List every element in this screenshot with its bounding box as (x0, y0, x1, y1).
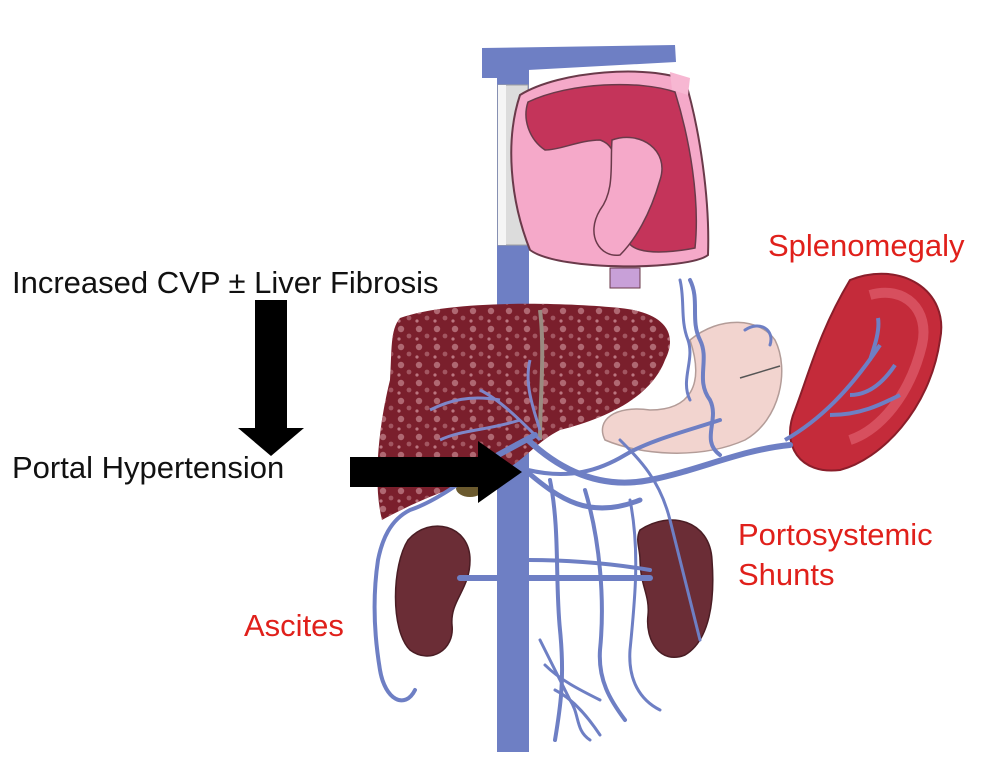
label-portosystemic-line1: Portosystemic (738, 515, 933, 555)
label-portosystemic-line2: Shunts (738, 555, 933, 595)
down-arrow (238, 300, 304, 456)
kidneys (396, 520, 713, 657)
label-cvp-liver-fibrosis: Increased CVP ± Liver Fibrosis (12, 265, 439, 301)
label-portal-hypertension: Portal Hypertension (12, 450, 284, 486)
label-splenomegaly: Splenomegaly (768, 228, 964, 264)
label-ascites: Ascites (244, 608, 344, 644)
heart (511, 72, 708, 288)
label-portosystemic-shunts: Portosystemic Shunts (738, 515, 933, 595)
spleen (785, 274, 941, 471)
